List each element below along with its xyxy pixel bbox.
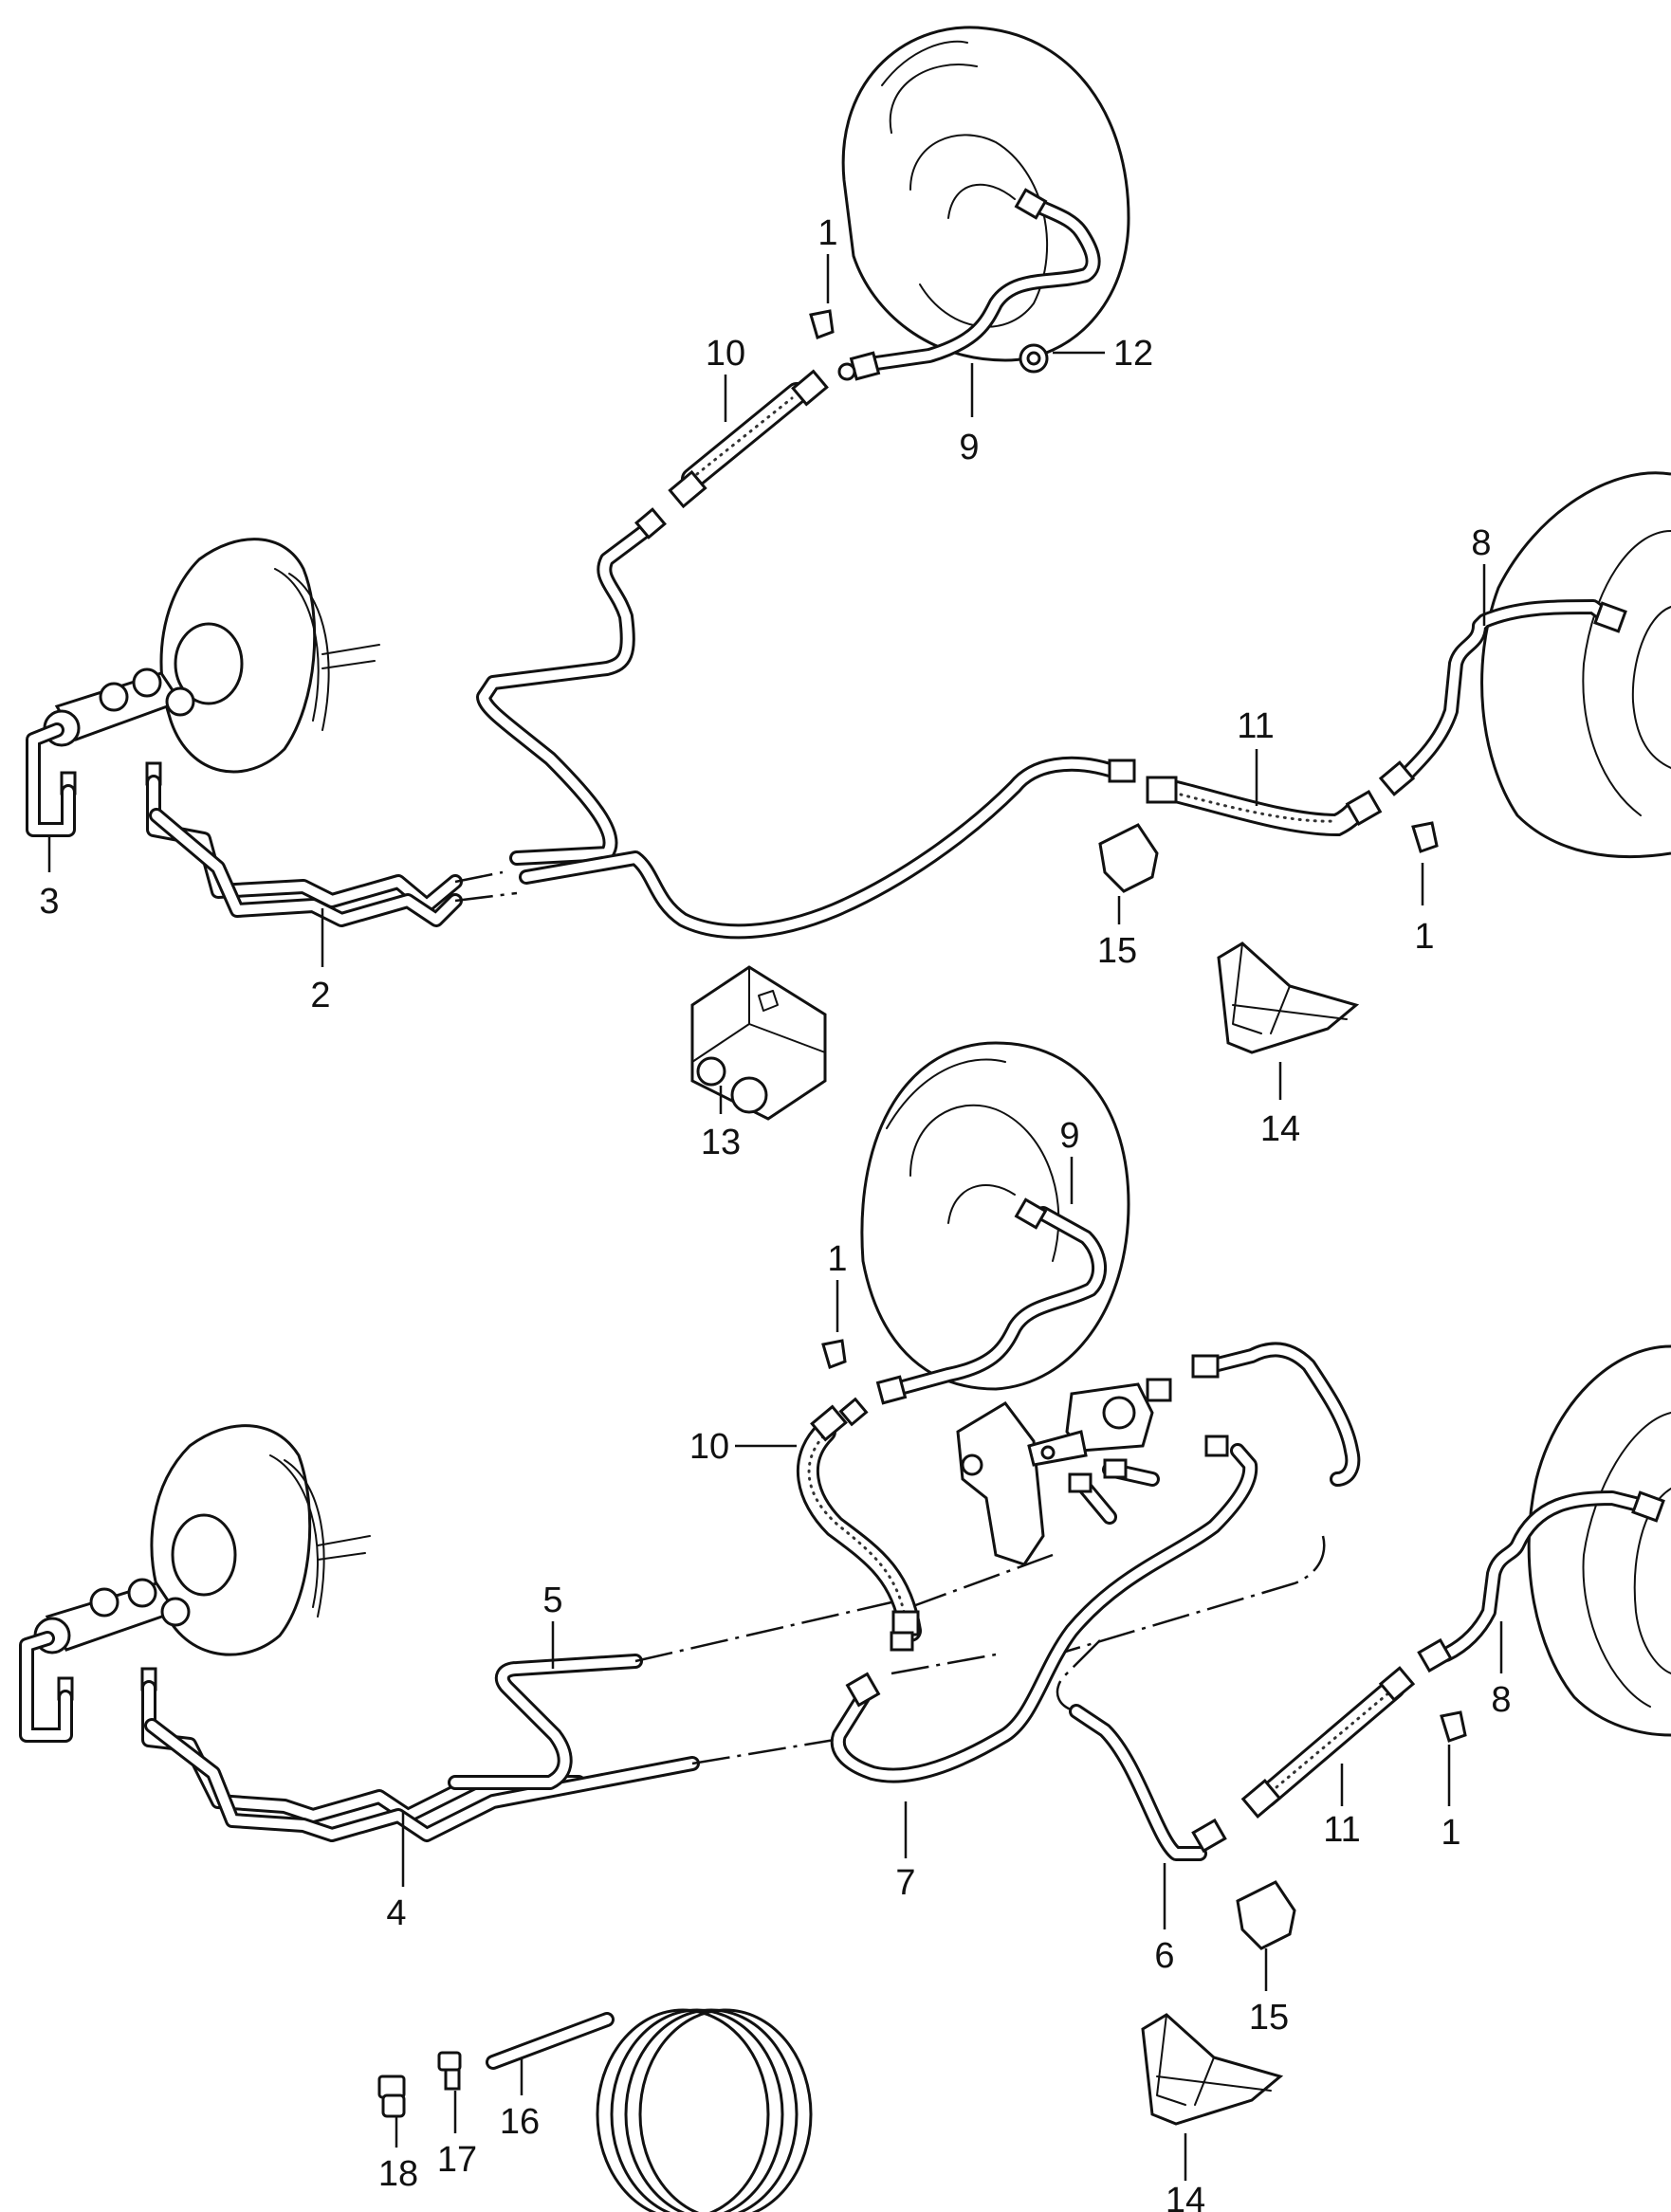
bottom-front-wheel [860,1041,1130,1391]
bottom-pressure-regulator [956,1354,1229,1566]
callout-top-9: 9 [959,428,979,467]
top-clip-1b [1411,821,1439,853]
callout-bot-1b: 1 [1441,1813,1460,1853]
callout-bot-17: 17 [437,2140,477,2180]
top-rear-wheel [1480,471,1671,859]
callout-top-8: 8 [1471,523,1491,563]
callout-top-1a: 1 [817,213,837,253]
bottom-clip-1b [1440,1710,1467,1743]
callout-bot-8: 8 [1491,1680,1511,1720]
top-pipe-3 [26,722,76,837]
callout-bot-14: 14 [1166,2181,1205,2212]
bottom-pipe-regulator-loop [1206,1342,1361,1487]
top-pipe-rear [519,756,1117,940]
callout-top-3: 3 [39,882,59,922]
bottom-pipe-7 [830,1443,1258,1783]
bottom-pipe-6 [1069,1704,1227,1861]
bottom-brake-booster [33,1424,371,1701]
callout-bot-5: 5 [542,1581,562,1620]
callout-bot-7: 7 [895,1863,915,1903]
bottom-pipe-9 [875,1197,1108,1405]
callout-top-12: 12 [1113,334,1153,374]
callout-top-14: 14 [1260,1109,1300,1149]
bottom-hose-11 [1240,1666,1416,1819]
callout-bot-4: 4 [386,1893,406,1933]
callout-bot-9: 9 [1059,1116,1079,1156]
callout-top-1b: 1 [1414,917,1434,957]
callout-labels: 1 10 12 9 8 11 3 2 15 1 13 14 9 1 10 5 8… [39,213,1511,2212]
bottom-pipe-left-loop [19,1631,73,1743]
top-clip-13 [690,965,827,1121]
top-bracket-15 [1098,823,1159,893]
bottom-hose-10 [796,1397,922,1652]
top-clip-1a [809,309,835,339]
callout-bot-18: 18 [378,2154,418,2194]
top-grommet-12 [1019,343,1049,374]
bottom-pipe-5 [448,1654,643,1790]
callout-bot-1a: 1 [827,1239,847,1279]
top-pipe-front [476,523,652,866]
bottom-fitting-17 [437,2051,462,2091]
top-hose-11 [1108,759,1383,837]
callout-bot-16: 16 [500,2102,540,2142]
top-brake-booster [43,538,380,795]
top-holder-14 [1217,941,1360,1054]
bottom-bracket-15 [1236,1880,1296,1950]
bottom-rear-wheel [1527,1344,1671,1737]
callout-bot-10: 10 [689,1427,729,1467]
top-pipe-2 [146,775,518,927]
callout-bot-6: 6 [1154,1936,1174,1976]
bottom-pipe-coil-16 [486,2008,813,2212]
callout-top-15: 15 [1097,931,1137,971]
callout-top-10: 10 [706,334,745,374]
top-pipe-9 [837,188,1101,381]
top-pipe-8 [1378,599,1627,796]
callout-bot-15: 15 [1249,1998,1289,2038]
bottom-pipe-4 [141,1680,700,1842]
top-assembly [26,26,1671,1121]
callout-top-11: 11 [1237,706,1274,746]
callout-top-2: 2 [310,976,330,1015]
bottom-fitting-18 [377,2075,406,2118]
callout-bot-11: 11 [1323,1810,1360,1850]
top-hose-10 [634,369,829,539]
bottom-assembly [19,1041,1671,2212]
callout-top-13: 13 [701,1123,741,1162]
bottom-clip-1a [821,1339,847,1369]
bottom-holder-14 [1141,2013,1284,2126]
bottom-pipe-8 [1417,1490,1665,1673]
